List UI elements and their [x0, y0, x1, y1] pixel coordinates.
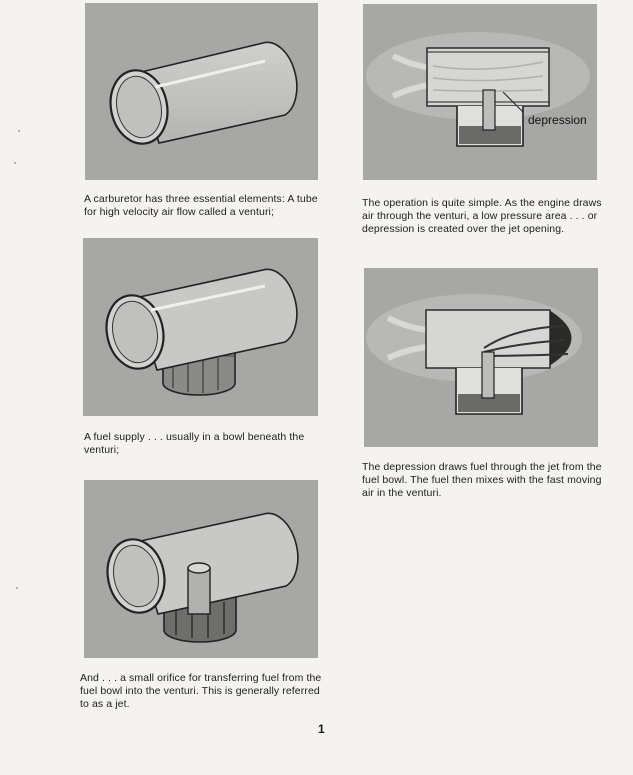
caption-operation: The operation is quite simple. As the en…	[362, 197, 602, 235]
figure-fuel-mixing	[364, 268, 598, 447]
figure-fuel-bowl	[83, 238, 318, 416]
page-number: 1	[318, 722, 325, 736]
figure-venturi-tube	[85, 3, 318, 180]
caption-fuel-supply: A fuel supply . . . usually in a bowl be…	[84, 431, 305, 456]
depression-label: depression	[528, 113, 587, 127]
figure-jet	[84, 480, 318, 658]
caption-venturi: A carburetor has three essential element…	[84, 193, 318, 218]
caption-fuel-draw: The depression draws fuel through the je…	[362, 461, 602, 499]
figure-depression: depression	[363, 4, 597, 180]
caption-jet: And . . . a small orifice for transferri…	[80, 672, 322, 710]
